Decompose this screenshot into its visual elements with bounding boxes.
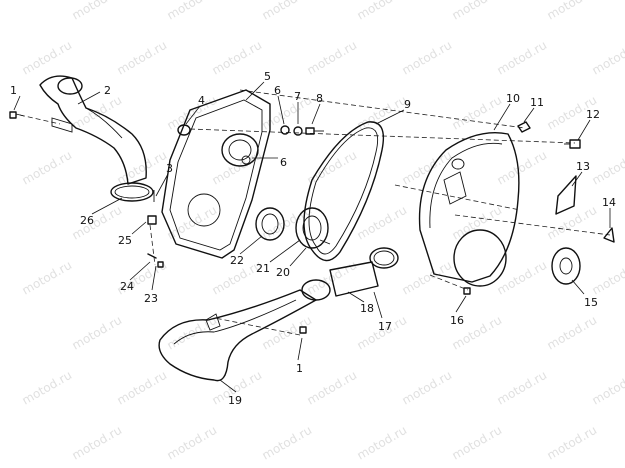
watermark-text: motod.ru	[590, 38, 625, 78]
watermark-text: motod.ru	[400, 258, 455, 298]
watermark-text: motod.ru	[20, 148, 75, 188]
watermark-text: motod.ru	[400, 148, 455, 188]
watermark-text: motod.ru	[260, 423, 315, 463]
callout-23: 23	[144, 292, 158, 305]
watermark-text: motod.ru	[305, 368, 360, 408]
callout-2: 2	[104, 84, 111, 97]
callout-17: 17	[378, 320, 392, 333]
watermark-text: motod.ru	[590, 368, 625, 408]
watermark-text: motod.ru	[165, 0, 220, 23]
watermark-text: motod.ru	[495, 38, 550, 78]
callout-20: 20	[276, 266, 290, 279]
callout-22: 22	[230, 254, 244, 267]
callout-1: 1	[10, 84, 17, 97]
outer-cover	[418, 132, 520, 287]
callout-26: 26	[80, 214, 94, 227]
clamp-ring	[110, 182, 154, 202]
watermark-text: motod.ru	[70, 423, 125, 463]
callout-8: 8	[316, 92, 323, 105]
warning-label	[603, 227, 615, 243]
callout-7: 7	[294, 90, 301, 103]
callout-5: 5	[264, 70, 271, 83]
callout-11: 11	[530, 96, 544, 109]
intake-duct	[39, 75, 147, 185]
watermark-text: motod.ru	[115, 148, 170, 188]
watermark-text: motod.ru	[495, 148, 550, 188]
callout-6: 6	[274, 84, 281, 97]
lower-hardware	[147, 190, 307, 334]
callout-15: 15	[584, 296, 598, 309]
watermark-text: motod.ru	[70, 313, 125, 353]
watermark-text: motod.ru	[495, 258, 550, 298]
watermark-text: motod.ru	[355, 423, 410, 463]
callout-9: 9	[404, 98, 411, 111]
sleeve-and-clamps	[301, 247, 399, 301]
watermark-text: motod.ru	[210, 38, 265, 78]
watermark-text: motod.ru	[400, 368, 455, 408]
leader-lines	[13, 81, 611, 393]
inner-cover-plate	[161, 89, 271, 259]
watermark-layer: motod.ru motod.ru motod.ru motod.ru motod.ru…	[20, 0, 625, 463]
watermark-text: motod.ru	[545, 203, 600, 243]
callout-12: 12	[586, 108, 600, 121]
callout-13: 13	[576, 160, 590, 173]
watermark-text: motod.ru	[210, 148, 265, 188]
screw-upper	[9, 111, 25, 119]
watermark-text: motod.ru	[355, 93, 410, 133]
lower-duct	[158, 289, 317, 382]
gasket-disc	[551, 247, 581, 285]
screw-lower-right	[463, 287, 471, 295]
watermark-text: motod.ru	[545, 313, 600, 353]
watermark-text: motod.ru	[20, 38, 75, 78]
callout-19: 19	[228, 394, 242, 407]
callout-6b: 6	[280, 156, 287, 169]
callout-21: 21	[256, 262, 270, 275]
callout-16: 16	[450, 314, 464, 327]
callout-3: 3	[166, 162, 173, 175]
decal-strip	[555, 175, 577, 215]
hardware-set	[280, 125, 324, 136]
callout-14: 14	[602, 196, 616, 209]
callout-1b: 1	[296, 362, 303, 375]
watermark-text: motod.ru	[20, 368, 75, 408]
watermark-text: motod.ru	[115, 368, 170, 408]
watermark-text: motod.ru	[590, 258, 625, 298]
plug	[517, 121, 531, 133]
watermark-text: motod.ru	[400, 38, 455, 78]
callout-4: 4	[198, 94, 205, 107]
callout-10: 10	[506, 92, 520, 105]
watermark-text: motod.ru	[450, 423, 505, 463]
bolt-right	[564, 139, 581, 149]
watermark-text: motod.ru	[70, 203, 125, 243]
watermark-text: motod.ru	[545, 0, 600, 23]
watermark-text: motod.ru	[590, 148, 625, 188]
watermark-text: motod.ru	[70, 0, 125, 23]
callout-labels: 1 2 3 4 5 6 7 8 9 10 11 12 13 14 15 16 1…	[10, 70, 616, 407]
callout-25: 25	[118, 234, 132, 247]
watermark-text: motod.ru	[165, 423, 220, 463]
callout-24: 24	[120, 280, 134, 293]
washer	[177, 124, 191, 136]
watermark-text: motod.ru	[495, 368, 550, 408]
watermark-text: motod.ru	[260, 0, 315, 23]
watermark-text: motod.ru	[545, 423, 600, 463]
watermark-text: motod.ru	[450, 0, 505, 23]
watermark-text: motod.ru	[305, 38, 360, 78]
callout-18: 18	[360, 302, 374, 315]
watermark-text: motod.ru	[20, 258, 75, 298]
watermark-text: motod.ru	[355, 0, 410, 23]
seal	[255, 207, 285, 241]
watermark-text: motod.ru	[305, 148, 360, 188]
drive-belt	[303, 121, 385, 262]
watermark-text: motod.ru	[115, 38, 170, 78]
